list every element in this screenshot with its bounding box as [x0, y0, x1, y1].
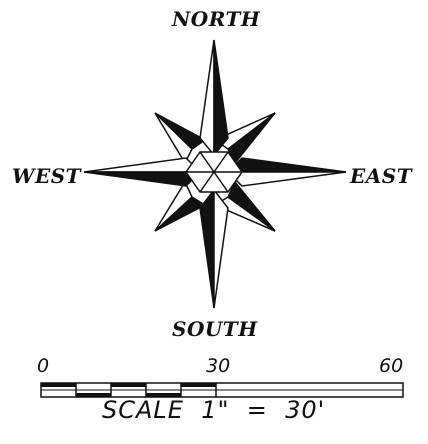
- north-label: NORTH: [172, 9, 260, 29]
- scale-label: SCALE 1" = 30': [102, 398, 325, 422]
- scale-tick-30: 30: [206, 357, 230, 376]
- south-label: SOUTH: [172, 319, 258, 339]
- west-label: WEST: [12, 166, 81, 186]
- east-label: EAST: [350, 166, 412, 186]
- scale-tick-60: 60: [379, 357, 403, 376]
- scale-tick-0: 0: [37, 357, 49, 376]
- compass-rose: [84, 40, 346, 308]
- scale-bar: [41, 383, 403, 397]
